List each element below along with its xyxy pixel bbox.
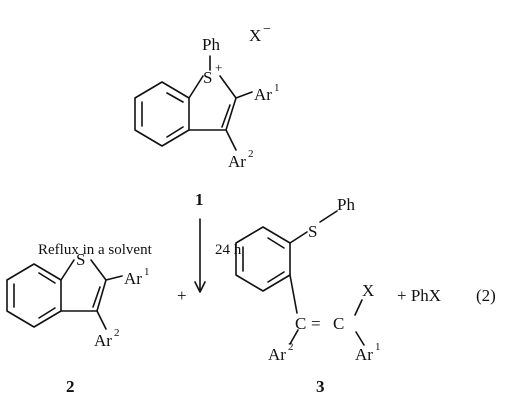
equation-number: (2) — [476, 286, 496, 305]
ar2-label: Ar — [268, 345, 286, 364]
ar1-superscript: 1 — [375, 341, 381, 353]
s-c2-bond — [219, 75, 237, 99]
counterion-charge: − — [263, 22, 271, 37]
c-ar1-bond — [355, 331, 365, 346]
c2-ar1-bond — [105, 275, 123, 281]
c3-ar2-bond — [96, 310, 107, 330]
condition-solvent: Reflux in a solvent — [38, 242, 153, 258]
s-c2-bond — [90, 259, 107, 281]
carbon-label: C — [333, 314, 344, 333]
reaction-arrow: Reflux in a solvent 24 h — [38, 218, 242, 293]
benzene-double-bond — [38, 307, 56, 319]
ar1-superscript: 1 — [274, 82, 280, 94]
benzene-double-bond — [267, 271, 285, 283]
ar2-superscript: 2 — [114, 327, 120, 339]
double-bond-sign: = — [311, 314, 321, 333]
ar2-label: Ar — [228, 152, 246, 171]
c-ar2-bond — [289, 329, 299, 345]
sulfur-label: S — [203, 68, 212, 87]
byproduct-phx: + PhX — [397, 286, 441, 305]
plus-sign: + — [177, 286, 187, 305]
arrow-head — [194, 281, 206, 293]
s-ph-bond — [319, 210, 338, 223]
ar1-superscript: 1 — [144, 266, 150, 278]
benzene-ring-2 — [6, 263, 62, 328]
sulfur-label: S — [308, 222, 317, 241]
ph-label: Ph — [337, 195, 355, 214]
ph-label: Ph — [202, 35, 220, 54]
ar1-label: Ar — [355, 345, 373, 364]
compound-3: S Ph X C = C Ar 2 Ar 1 3 — [235, 195, 381, 396]
c2-c3-double-bond — [92, 286, 101, 308]
ar1-label: Ar — [124, 269, 142, 288]
positive-charge: + — [215, 60, 222, 75]
ar2-superscript: 2 — [248, 148, 254, 160]
c7a-s-bond — [188, 75, 204, 99]
ar2-superscript: 2 — [288, 341, 294, 353]
benzene-double-bond — [38, 272, 56, 284]
condition-time: 24 h — [215, 242, 242, 258]
benzene-double-bond — [166, 126, 184, 138]
c-s-bond — [289, 231, 308, 244]
benzene-double-bond — [267, 237, 285, 249]
benzene-ring-1 — [134, 81, 190, 147]
compound-number-2: 2 — [66, 377, 75, 396]
compound-number-3: 3 — [316, 377, 325, 396]
compound-1: Ph S + X − Ar 1 Ar 2 1 — [134, 22, 280, 209]
c3-ar2-bond — [225, 129, 237, 151]
c2-c3-double-bond — [221, 104, 231, 128]
ring-vinyl-bond — [289, 274, 298, 314]
ar2-label: Ar — [94, 331, 112, 350]
x-label: X — [362, 281, 374, 300]
sulfur-label: S — [76, 250, 85, 269]
c2-ar1-bond — [235, 91, 253, 99]
c7a-s-bond — [60, 259, 75, 281]
carbon-label: C — [295, 314, 306, 333]
counterion-label: X — [249, 26, 261, 45]
compound-number-1: 1 — [195, 190, 204, 209]
ar1-label: Ar — [254, 85, 272, 104]
compound-2: S Ar 1 Ar 2 2 — [6, 250, 150, 396]
c-x-bond — [354, 299, 363, 316]
benzene-ring-3 — [235, 226, 291, 292]
c2-c3-bond — [96, 279, 107, 312]
c2-c3-bond — [225, 97, 237, 131]
benzene-double-bond — [166, 92, 184, 103]
